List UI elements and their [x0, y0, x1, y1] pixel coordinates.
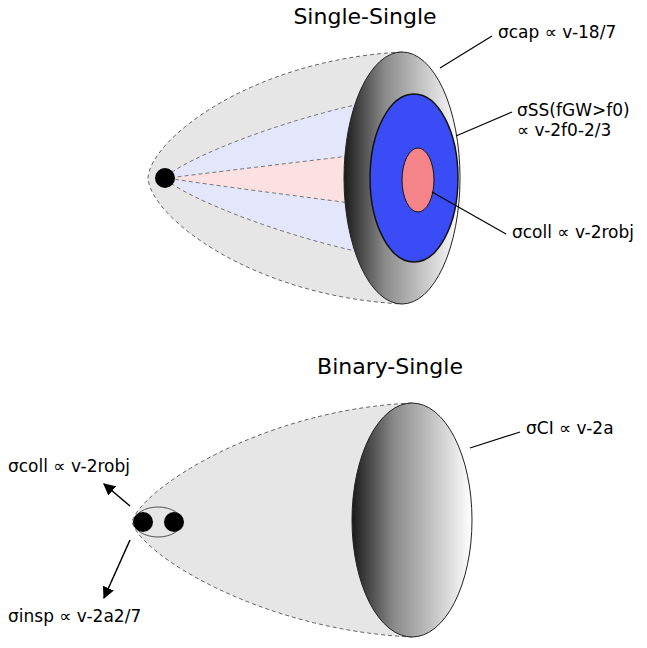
cross-section-label: σcoll ∝ v-2robj [8, 456, 130, 476]
cross-section-label: σCI ∝ v-2a [526, 418, 614, 438]
capture-paraboloid [148, 52, 460, 304]
section-title: Single-Single [293, 4, 436, 30]
leader-lines [432, 36, 512, 234]
cross-section-label: σSS(fGW>f0) ∝ v-2f0-2/3 [517, 100, 641, 141]
leader-lines [104, 432, 520, 598]
cross-section-label: σcoll ∝ v-2robj [512, 222, 634, 242]
cross-section-label: σcap ∝ v-18/7 [498, 22, 616, 42]
interaction-paraboloid [132, 403, 472, 637]
cross-section-label: σinsp ∝ v-2a2/7 [8, 606, 141, 626]
section-title: Binary-Single [317, 354, 463, 380]
